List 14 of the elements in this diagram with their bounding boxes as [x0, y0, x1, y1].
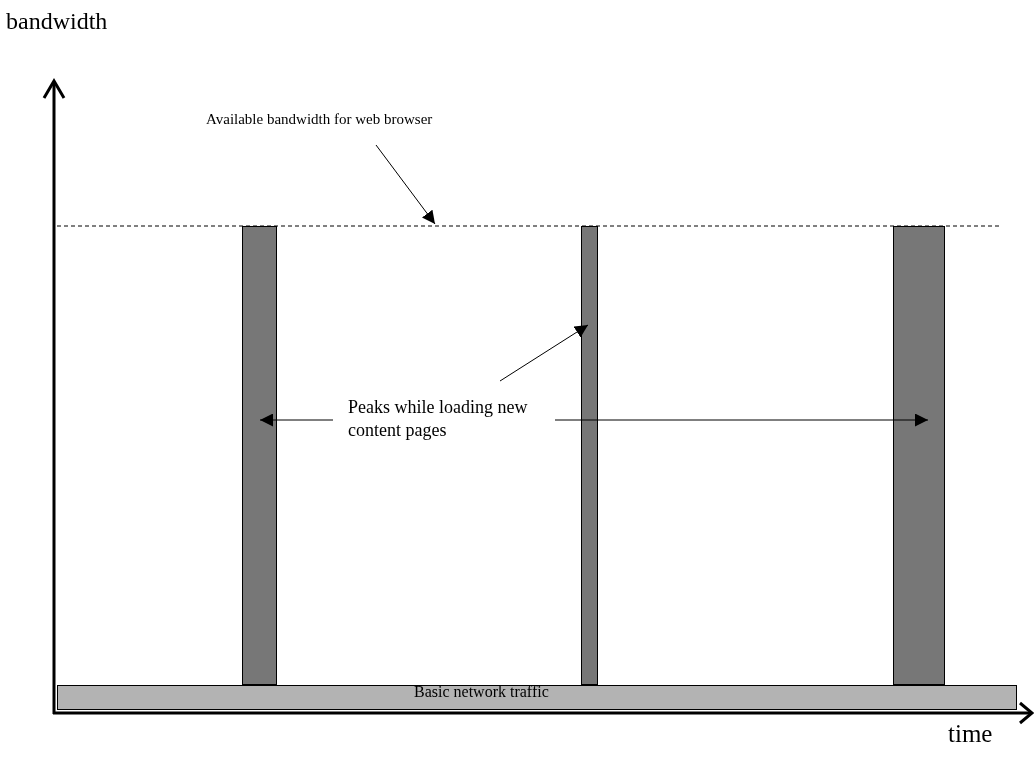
axis-title: bandwidth [6, 8, 108, 35]
peak-bar [242, 226, 277, 685]
leader-arrow [375, 144, 436, 225]
callout-text: Peaks while loading new content pages [347, 396, 529, 443]
axis-title: time [948, 720, 993, 748]
dashed-line [57, 222, 1002, 230]
leader-text: Available bandwidth for web browser [205, 110, 434, 129]
peak-bar [893, 226, 945, 685]
band-label: Basic network traffic [414, 683, 549, 701]
traffic-band [57, 685, 1017, 710]
leader-arrow [499, 324, 589, 382]
leader-arrow [554, 413, 929, 427]
peak-bar [581, 226, 598, 685]
leader-arrow [259, 413, 334, 427]
